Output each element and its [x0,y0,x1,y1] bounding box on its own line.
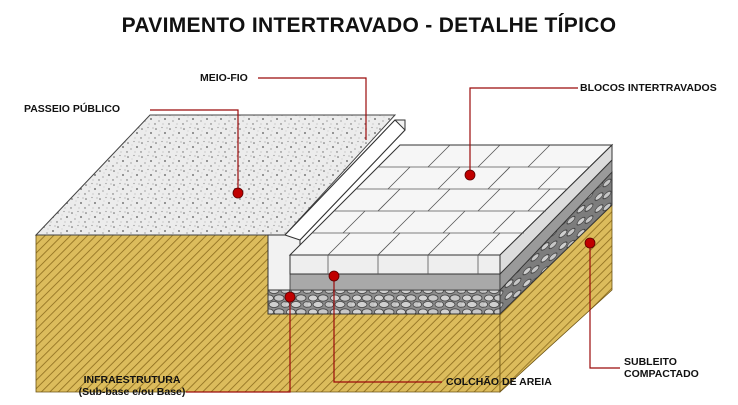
curb-top [284,119,406,241]
marker-passeio [232,187,244,199]
label-subleito-line1: SUBLEITO [624,356,677,368]
marker-subleito [584,237,596,249]
leader-lines [150,77,620,393]
page-title: PAVIMENTO INTERTRAVADO - DETALHE TÍPICO [121,14,617,37]
label-infraestrutura-line1: INFRAESTRUTURA [83,374,181,386]
marker-dots [232,169,596,303]
sidewalk-top [34,114,397,236]
leader-passeio [150,109,239,192]
label-subleito-line2: COMPACTADO [624,368,699,380]
leader-blocos [469,87,578,174]
marker-infra [284,291,296,303]
block-joints [312,144,590,274]
label-blocos-intertravados: BLOCOS INTERTRAVADOS [580,82,717,94]
blocks-side [499,143,613,276]
label-infraestrutura-line2: (Sub-base e/ou Base) [78,386,186,398]
base-front [267,289,501,315]
label-passeio-publico: PASSEIO PÚBLICO [24,103,121,115]
blocks-front [289,254,501,275]
marker-blocos [464,169,476,181]
leader-colchao [333,275,442,383]
sand-front [289,273,501,291]
label-meio-fio: MEIO-FIO [200,72,248,84]
leader-infra [186,298,291,393]
marker-colchao [328,270,340,282]
label-subleito-compactado: SUBLEITO COMPACTADO [624,356,699,380]
leader-subleito [589,244,620,369]
leader-meio-fio [258,77,367,140]
label-colchao-de-areia: COLCHÃO DE AREIA [446,376,552,388]
label-infraestrutura: INFRAESTRUTURA (Sub-base e/ou Base) [72,374,192,398]
